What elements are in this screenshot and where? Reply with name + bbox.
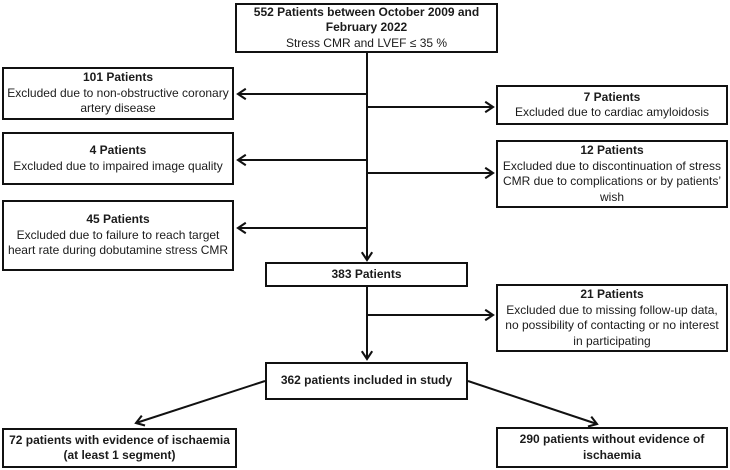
node-excluded-non-obstructive: 101 Patients Excluded due to non-obstruc… <box>2 67 234 120</box>
node-excluded-missing-followup: 21 Patients Excluded due to missing foll… <box>496 284 728 352</box>
node-excluded-discontinuation: 12 Patients Excluded due to discontinuat… <box>496 140 728 208</box>
exclusion-reason: Excluded due to discontinuation of stres… <box>502 158 722 204</box>
outcome-label: 72 patients with evidence of ischaemia (… <box>9 432 230 463</box>
exclusion-count: 4 Patients <box>89 143 147 157</box>
exclusion-reason: Excluded due to cardiac amyloidosis <box>514 105 710 119</box>
outcome-label: 290 patients without evidence of ischaem… <box>519 432 705 462</box>
exclusion-count: 45 Patients <box>86 212 150 227</box>
node-without-ischaemia: 290 patients without evidence of ischaem… <box>496 427 728 468</box>
node-enrollment: 552 Patients between October 2009 and Fe… <box>235 3 498 53</box>
node-included-in-study: 362 patients included in study <box>265 362 468 400</box>
node-with-ischaemia: 72 patients with evidence of ischaemia (… <box>2 428 237 468</box>
exclusion-reason: Excluded due to failure to reach target … <box>7 227 229 258</box>
node-excluded-target-heart-rate: 45 Patients Excluded due to failure to r… <box>2 200 234 271</box>
node-enrollment-title: 552 Patients between October 2009 and Fe… <box>253 4 480 35</box>
arrow-to-ischaemia <box>134 380 266 427</box>
exclusion-count: 7 Patients <box>583 89 641 104</box>
exclusion-reason: Excluded due to impaired image quality <box>13 158 223 173</box>
node-excluded-image-quality: 4 Patients Excluded due to impaired imag… <box>2 132 234 185</box>
milestone-count: 383 Patients <box>331 266 402 281</box>
milestone-count: 362 patients included in study <box>280 373 453 388</box>
exclusion-count: 21 Patients <box>580 287 644 301</box>
node-enrollment-criteria: Stress CMR and LVEF ≤ 35 % <box>285 35 448 50</box>
exclusion-reason: Excluded due to missing follow-up data, … <box>505 302 719 348</box>
node-excluded-amyloidosis: 7 Patients Excluded due to cardiac amylo… <box>496 85 728 125</box>
exclusion-count: 12 Patients <box>580 143 644 157</box>
exclusion-reason: Excluded due to non-obstructive coronary… <box>7 85 229 116</box>
exclusion-count: 101 Patients <box>82 70 154 85</box>
node-383-patients: 383 Patients <box>265 262 468 287</box>
arrow-to-no-ischaemia <box>467 380 599 428</box>
